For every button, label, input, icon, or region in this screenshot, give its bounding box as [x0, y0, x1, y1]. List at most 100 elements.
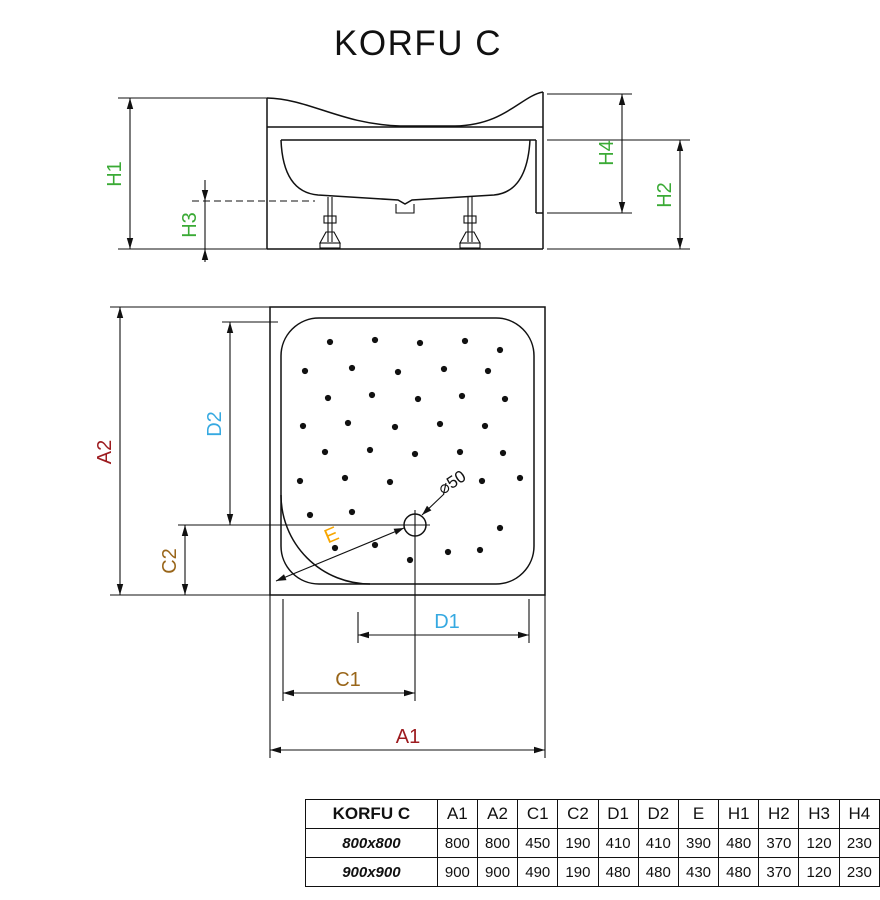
table-header-c1: C1 [517, 799, 559, 829]
table-header-e: E [677, 799, 720, 829]
drain-diameter-callout: ⌀50 [421, 466, 470, 516]
dim-d1: D1 [357, 599, 530, 643]
value-cell: 230 [838, 828, 880, 858]
value-cell: 490 [517, 857, 559, 887]
antislip-dot [406, 556, 414, 564]
antislip-dot [411, 450, 419, 458]
dim-label-h1: H1 [104, 161, 126, 187]
table-header-h2: H2 [758, 799, 800, 829]
value-cell: 480 [597, 857, 639, 887]
value-cell: 120 [798, 828, 840, 858]
antislip-dot [458, 392, 466, 400]
antislip-dot [324, 394, 332, 402]
dim-e: E [275, 523, 405, 582]
basin-profile [280, 139, 531, 205]
antislip-dot [394, 368, 402, 376]
value-cell: 230 [838, 857, 880, 887]
leg-right [459, 196, 481, 249]
dim-h2: H2 [547, 139, 690, 250]
front-panel-curve [266, 91, 544, 127]
model-cell: 800x800 [305, 828, 438, 858]
value-cell: 190 [557, 857, 599, 887]
table-header-h1: H1 [718, 799, 760, 829]
dim-label-h4: H4 [596, 140, 618, 166]
dim-label-h2: H2 [654, 182, 676, 208]
dim-label-a1: A1 [396, 726, 420, 748]
antislip-dot [481, 422, 489, 430]
antislip-dot [301, 367, 309, 375]
drain-fitting [395, 204, 415, 214]
table-row: 900x900 900 900 490 190 480 480 430 480 … [305, 857, 880, 887]
tray-outer-edge [269, 306, 546, 596]
dim-label-d1: D1 [434, 611, 460, 633]
value-cell: 800 [476, 828, 519, 858]
value-cell: 480 [718, 828, 760, 858]
value-cell: 900 [476, 857, 519, 887]
value-cell: 190 [557, 828, 599, 858]
technical-drawing: KORFU C [94, 24, 690, 758]
dim-c2: C2 [159, 525, 189, 595]
antislip-dot [456, 448, 464, 456]
antislip-dot [444, 548, 452, 556]
table-header-d2: D2 [637, 799, 679, 829]
table-header-a2: A2 [476, 799, 519, 829]
value-cell: 370 [758, 857, 800, 887]
antislip-dot [296, 477, 304, 485]
antislip-dot [478, 477, 486, 485]
dim-a1: A1 [269, 595, 546, 758]
antislip-dot [414, 395, 422, 403]
antislip-dot [499, 449, 507, 457]
dim-label-c2: C2 [159, 548, 181, 574]
antislip-dot [321, 448, 329, 456]
dim-d2: D2 [204, 321, 278, 525]
antislip-dot [366, 446, 374, 454]
dim-h4: H4 [547, 93, 632, 214]
table-header-a1: A1 [436, 799, 478, 829]
antislip-dot [476, 546, 484, 554]
dim-label-c1: C1 [335, 669, 361, 691]
antislip-dot [299, 422, 307, 430]
antislip-dot [326, 338, 334, 346]
antislip-dot [496, 524, 504, 532]
table-row: 800x800 800 800 450 190 410 410 390 480 … [305, 828, 880, 858]
antislip-dot [416, 339, 424, 347]
antislip-dot [371, 336, 379, 344]
side-view [192, 91, 544, 250]
antislip-dot [348, 364, 356, 372]
dim-label-e: E [321, 523, 342, 548]
dim-label-a2: A2 [94, 440, 116, 464]
dim-a2: A2 [94, 306, 270, 596]
value-cell: 480 [718, 857, 760, 887]
value-cell: 370 [758, 828, 800, 858]
table-header-c2: C2 [557, 799, 599, 829]
value-cell: 480 [637, 857, 679, 887]
value-cell: 430 [677, 857, 720, 887]
dim-h3: H3 [179, 180, 209, 262]
table-header-row: KORFU C A1 A2 C1 C2 D1 D2 E H1 H2 H3 H4 [305, 799, 880, 829]
antislip-dot [344, 419, 352, 427]
value-cell: 120 [798, 857, 840, 887]
antislip-dot [461, 337, 469, 345]
antislip-dot-pattern [296, 336, 524, 564]
dim-c1: C1 [282, 599, 415, 701]
table-header-d1: D1 [597, 799, 639, 829]
table-header-model: KORFU C [305, 799, 438, 829]
value-cell: 450 [517, 828, 559, 858]
model-cell: 900x900 [305, 857, 438, 887]
drain-diameter-label: ⌀50 [435, 466, 470, 498]
antislip-dot [331, 544, 339, 552]
antislip-dot [484, 367, 492, 375]
table-header-h4: H4 [838, 799, 880, 829]
corner-moulding-arc [280, 494, 371, 585]
antislip-dot [496, 346, 504, 354]
top-view [178, 306, 546, 701]
value-cell: 390 [677, 828, 720, 858]
antislip-dot [368, 391, 376, 399]
antislip-dot [516, 474, 524, 482]
page-title: KORFU C [334, 24, 502, 63]
antislip-dot [391, 423, 399, 431]
value-cell: 410 [597, 828, 639, 858]
antislip-dot [436, 420, 444, 428]
value-cell: 900 [436, 857, 478, 887]
